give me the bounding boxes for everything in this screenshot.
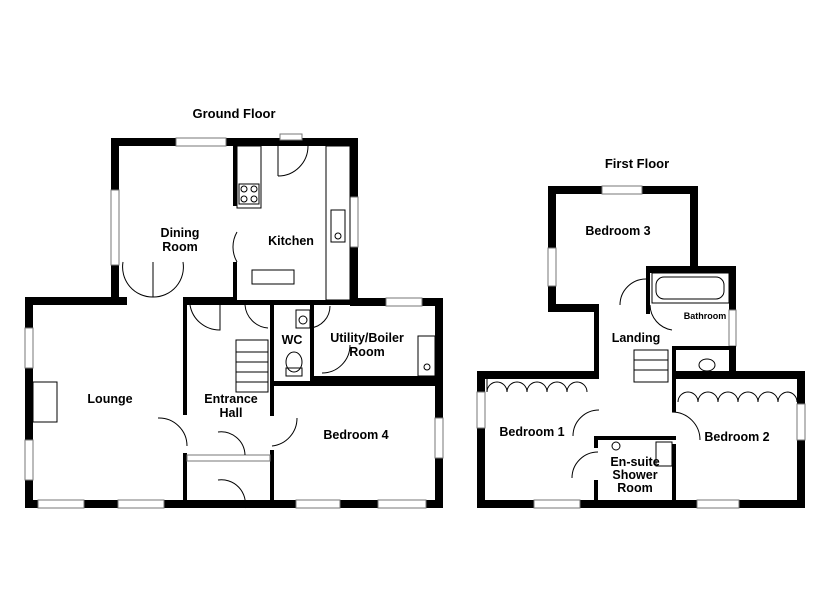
room-landing: Landing bbox=[612, 331, 661, 345]
room-bedroom2: Bedroom 2 bbox=[704, 430, 769, 444]
room-dining-line2: Room bbox=[162, 240, 197, 254]
ground-fixtures bbox=[32, 145, 436, 462]
first-windows bbox=[476, 185, 806, 509]
first-doors bbox=[571, 278, 701, 479]
room-wc: WC bbox=[282, 333, 303, 347]
first-floor-plan: First Floor Bedroom 3 Bathroom Landing B… bbox=[476, 156, 806, 509]
room-utility-line1: Utility/Boiler bbox=[330, 331, 404, 345]
room-bedroom3: Bedroom 3 bbox=[585, 224, 650, 238]
first-fixtures bbox=[486, 272, 798, 467]
ground-floor-title: Ground Floor bbox=[192, 106, 275, 121]
ground-floor-plan: Ground Floor Dining Room Kitchen Lounge … bbox=[24, 106, 444, 509]
ground-labels: Ground Floor Dining Room Kitchen Lounge … bbox=[87, 106, 404, 442]
ground-interior-walls bbox=[119, 146, 438, 508]
ground-doors bbox=[122, 231, 351, 509]
room-ensuite-line1: En-suite bbox=[610, 455, 659, 469]
room-ensuite-line2: Shower bbox=[612, 468, 657, 482]
room-hall-line2: Hall bbox=[220, 406, 243, 420]
room-dining-line1: Dining bbox=[161, 226, 200, 240]
room-kitchen: Kitchen bbox=[268, 234, 314, 248]
first-floor-title: First Floor bbox=[605, 156, 669, 171]
room-bedroom4: Bedroom 4 bbox=[323, 428, 388, 442]
room-ensuite-line3: Room bbox=[617, 481, 652, 495]
room-bathroom: Bathroom bbox=[684, 311, 727, 321]
room-bedroom1: Bedroom 1 bbox=[499, 425, 564, 439]
ground-windows bbox=[24, 133, 444, 509]
first-labels: First Floor Bedroom 3 Bathroom Landing B… bbox=[499, 156, 769, 495]
room-lounge: Lounge bbox=[87, 392, 132, 406]
room-hall-line1: Entrance bbox=[204, 392, 258, 406]
first-interior-walls bbox=[594, 266, 736, 508]
room-utility-line2: Room bbox=[349, 345, 384, 359]
